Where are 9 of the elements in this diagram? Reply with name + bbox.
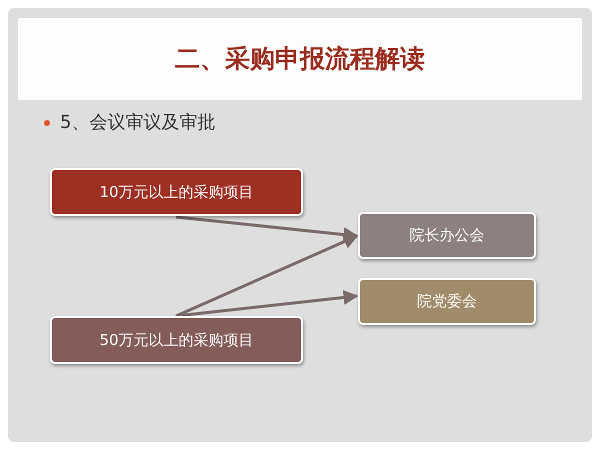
slide-title: 二、采购申报流程解读 [174, 43, 426, 75]
process-box: 院党委会 [358, 278, 536, 325]
process-box: 10万元以上的采购项目 [50, 168, 303, 216]
process-box: 50万元以上的采购项目 [50, 316, 303, 364]
process-box: 院长办公会 [358, 212, 536, 259]
arrow [176, 290, 358, 318]
arrow [176, 216, 358, 242]
bullet-text: 5、会议审议及审批 [60, 111, 216, 134]
arrow [175, 234, 358, 318]
